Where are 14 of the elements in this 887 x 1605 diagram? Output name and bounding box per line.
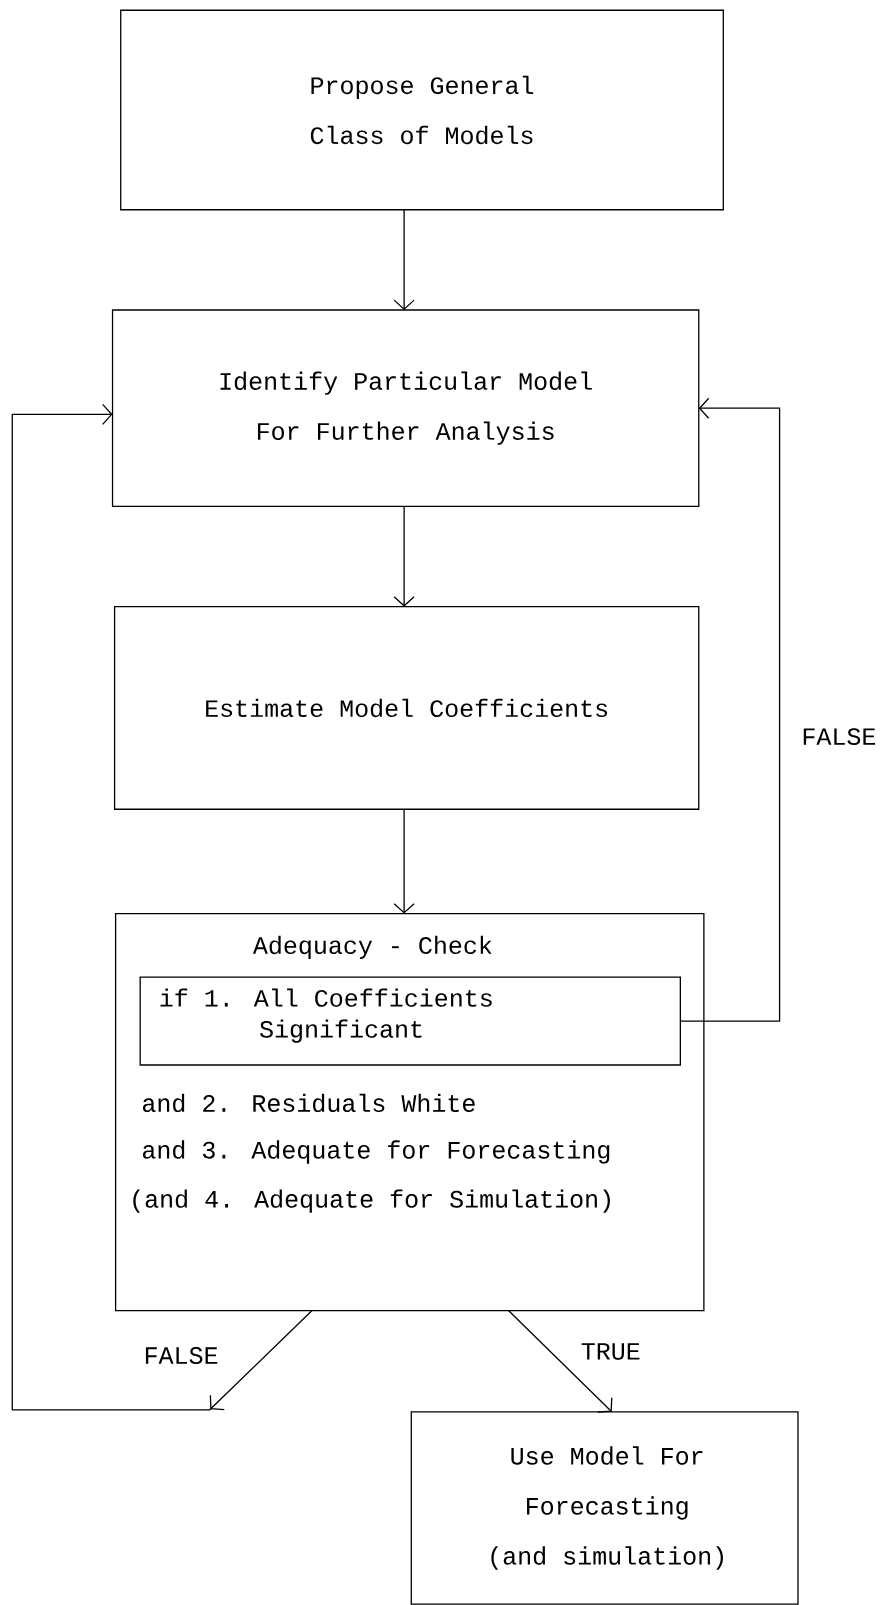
arrow [507,1309,613,1413]
process-box: Propose General Class of Models [120,9,724,211]
process-box: Use Model For Forecasting (and simulation) [410,1411,799,1605]
edge-label: TRUE [578,1341,643,1362]
condition-box: if 1. All Coefficients Significant [139,976,681,1066]
arrow [393,209,415,310]
arrow [679,397,781,1022]
process-box: Identify Particular Model For Further Analysis [111,309,700,508]
process-box: Estimate Model Coefficients [113,606,700,810]
edge-label: FALSE [799,726,879,748]
arrow [11,403,313,1411]
edge-label: FALSE [141,1345,221,1367]
arrow [393,808,415,914]
arrow [393,505,415,607]
